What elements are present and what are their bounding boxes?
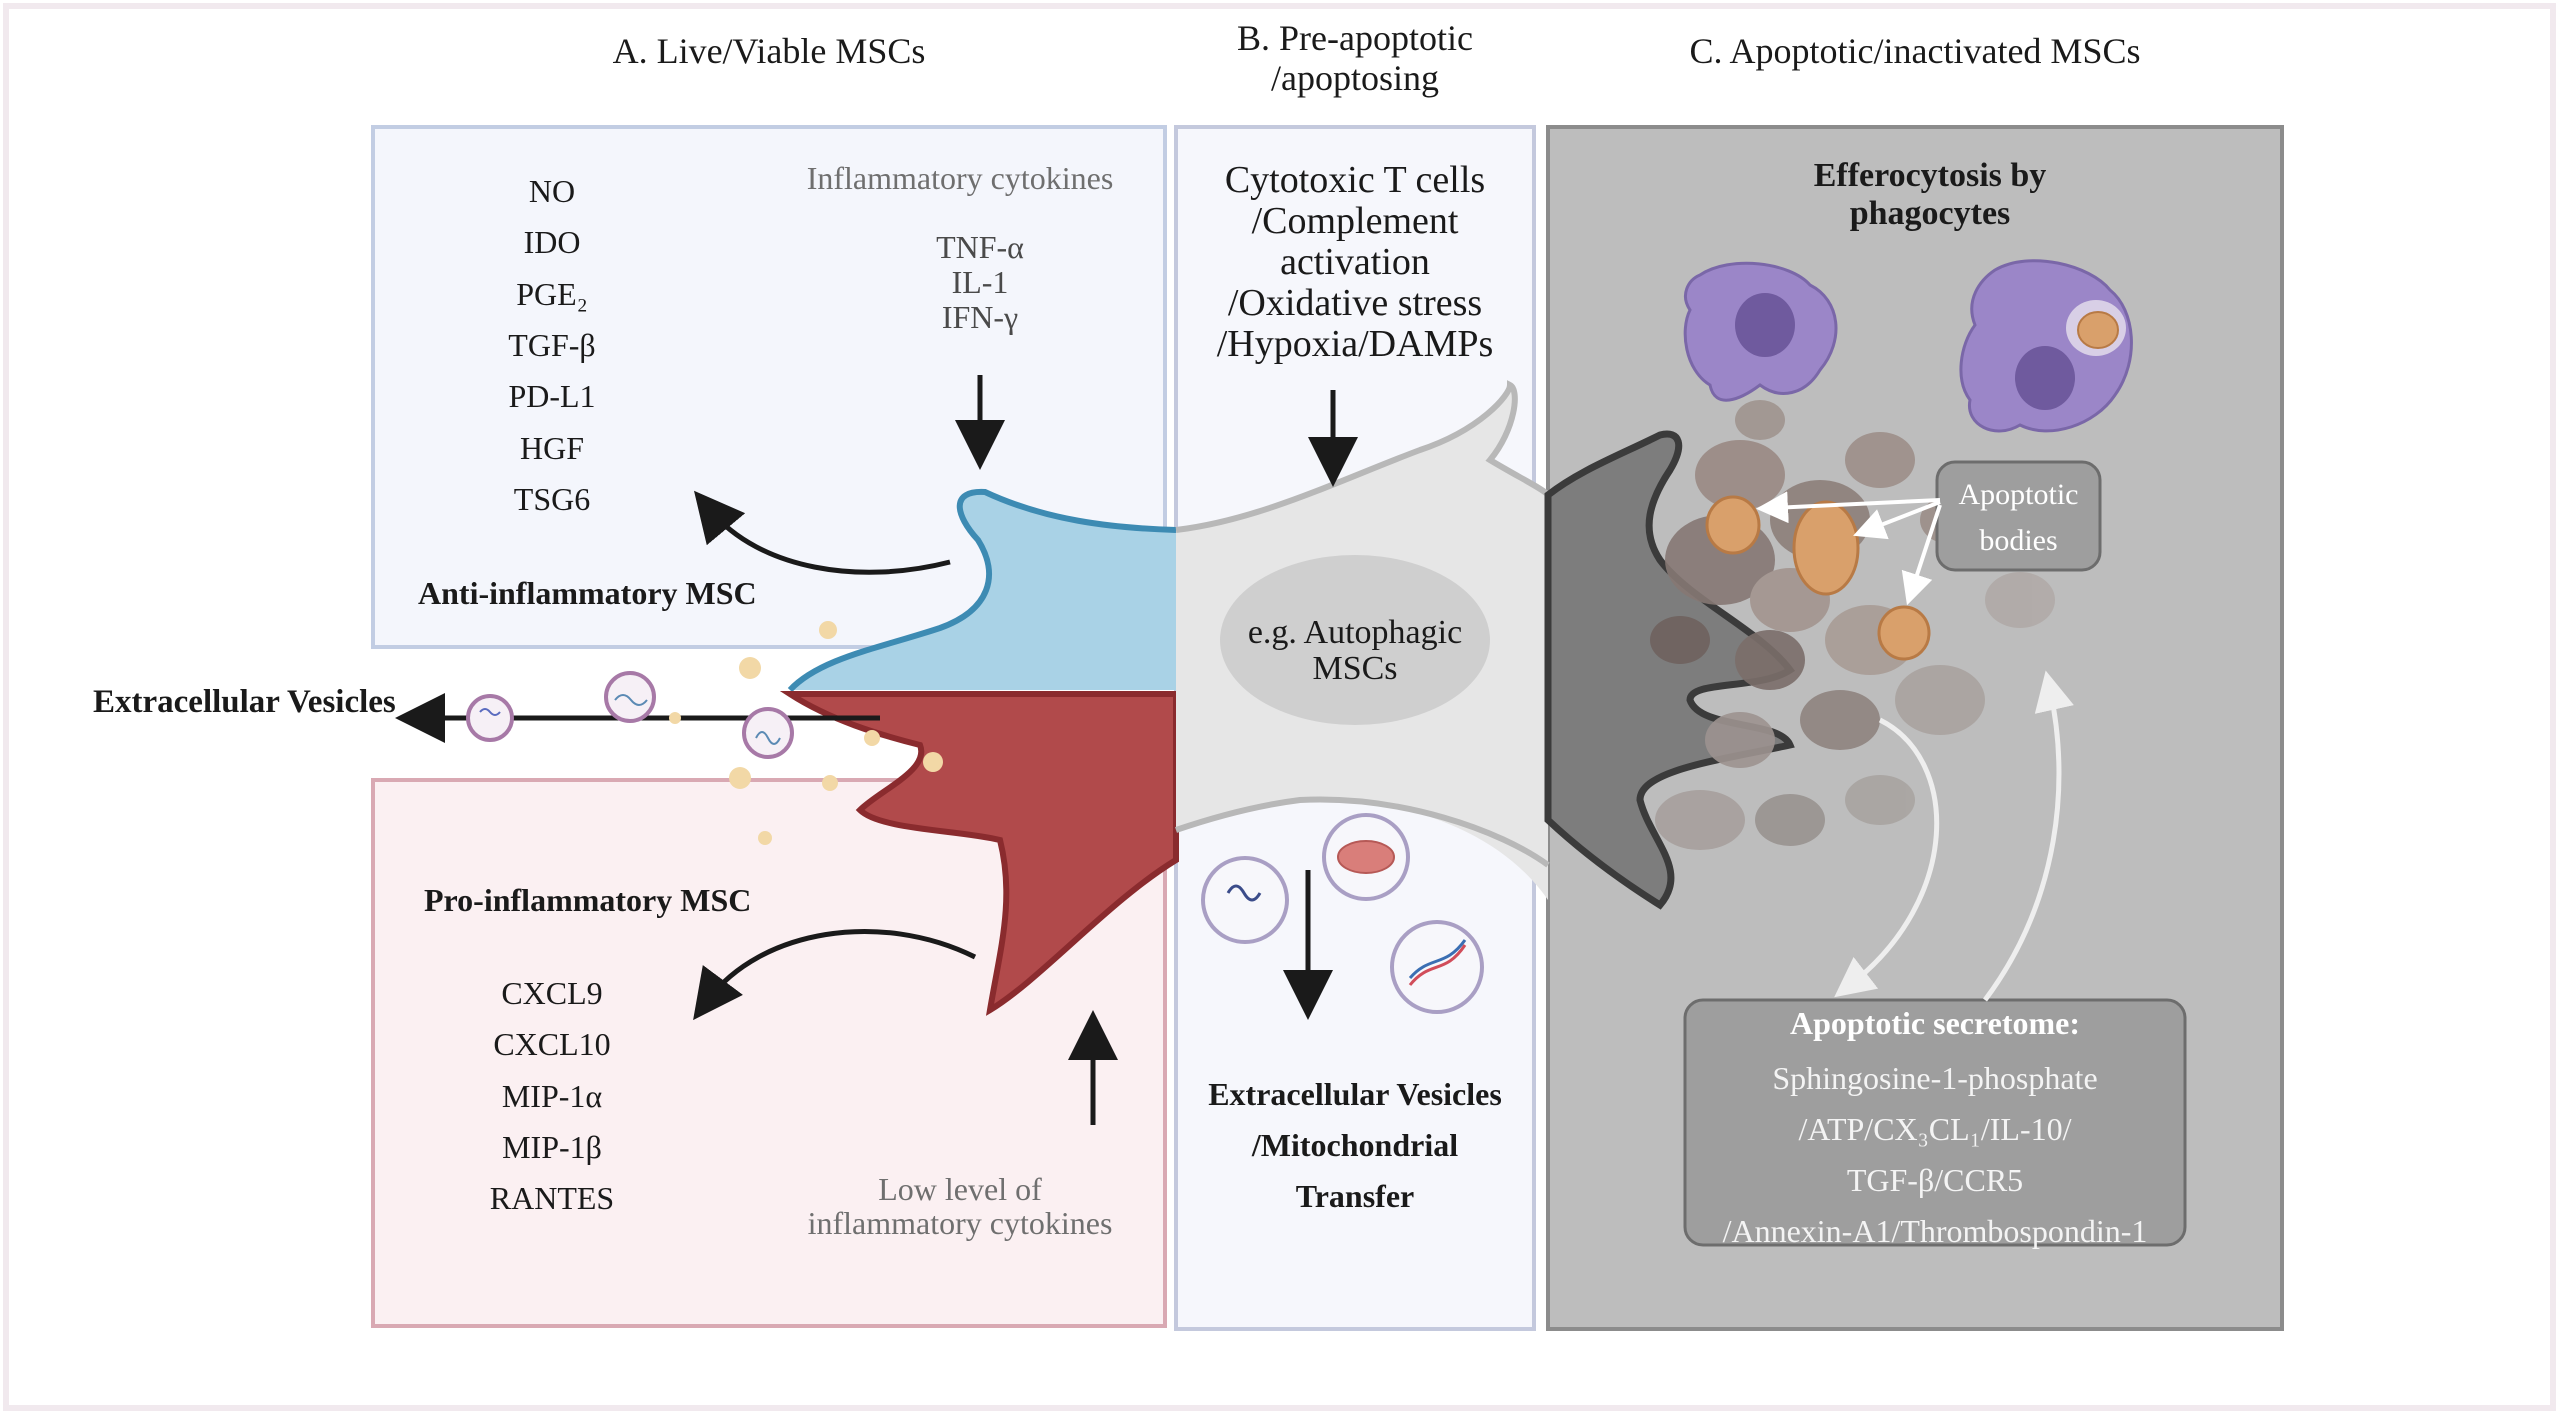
anti-secretion-arrow	[693, 490, 951, 575]
extracellular-vesicles-label: Extracellular Vesicles	[93, 684, 396, 720]
anti-factor-pge2: PGE₂	[516, 276, 588, 312]
stress-line-5: /Hypoxia/DAMPs	[1216, 323, 1494, 365]
anti-inflammatory-cell	[790, 491, 1176, 690]
apoptotic-secretome-box	[1683, 998, 2187, 1247]
pro-factor-cxcl9: CXCL9	[501, 975, 603, 1011]
stress-factors-text: Cytotoxic T cells /Complement activation…	[1176, 160, 1534, 365]
panel-b-title: B. Pre-apoptotic /apoptosing	[1176, 18, 1534, 98]
secretome-line4: /Annexin-A1/Thrombospondin-1	[1722, 1213, 2148, 1249]
efferocytosis-line1: Efferocytosis by	[1813, 157, 2047, 194]
stress-line-4: /Oxidative stress	[1227, 282, 1483, 324]
cytokine-ifng: IFN-γ	[941, 299, 1019, 335]
autophagic-line1: e.g. Autophagic	[1247, 614, 1463, 651]
efferocytosis-line2: phagocytes	[1849, 195, 2011, 232]
anti-factor-tsg6: TSG6	[513, 481, 591, 517]
secretome-list: Sphingosine-1-phosphate /ATP/CX₃CL₁/IL-1…	[1685, 1053, 2185, 1257]
apoptotic-bodies-line1: Apoptotic	[1958, 478, 2079, 511]
apoptotic-bodies-graphic	[1705, 495, 1931, 661]
secretome-line1: Sphingosine-1-phosphate	[1772, 1060, 2098, 1096]
secretome-line3: TGF-β/CCR5	[1846, 1162, 2024, 1198]
outer-frame	[3, 3, 2556, 1411]
cytokine-tnfa: TNF-α	[936, 229, 1024, 265]
apoptotic-cell	[1544, 430, 1796, 910]
ev-mito-label: Extracellular Vesicles /Mitochondrial Tr…	[1176, 1069, 1534, 1222]
autophagic-nucleus	[1220, 555, 1490, 725]
low-level-line1: Low level of	[878, 1171, 1042, 1207]
vesicle-graphics	[466, 621, 943, 845]
anti-inflammatory-label: Anti-inflammatory MSC	[418, 575, 757, 611]
anti-factor-tgfb: TGF-β	[508, 327, 596, 363]
phagocyte-2	[1959, 259, 2133, 433]
panel-c-title: C. Apoptotic/inactivated MSCs	[1689, 31, 2141, 71]
pro-inflammatory-label: Pro-inflammatory MSC	[424, 882, 752, 918]
panel-b-title-line1: B. Pre-apoptotic	[1237, 18, 1473, 58]
anti-factor-no: NO	[528, 173, 576, 209]
autophagic-label: e.g. Autophagic MSCs	[1176, 615, 1534, 687]
low-level-line2: inflammatory cytokines	[807, 1205, 1113, 1241]
efferocytosis-label: Efferocytosis by phagocytes	[1740, 157, 2120, 233]
pro-factor-mip1b: MIP-1β	[502, 1129, 602, 1165]
panel-b-vesicles	[1201, 813, 1484, 1014]
pro-factor-mip1a: MIP-1α	[501, 1078, 603, 1114]
ev-mito-line1: Extracellular Vesicles	[1208, 1076, 1502, 1112]
stress-line-2: /Complement	[1251, 200, 1459, 242]
anti-factor-ido: IDO	[523, 224, 581, 260]
apoptotic-bodies-line2: bodies	[1979, 524, 2058, 557]
secretome-line2: /ATP/CX₃CL₁/IL-10/	[1798, 1111, 2072, 1147]
pro-secretion-arrow	[693, 929, 977, 1021]
cytokine-list: TNF-α IL-1 IFN-γ	[880, 230, 1080, 335]
apoptotic-bodies-label: Apoptotic bodies	[1937, 472, 2100, 564]
panel-b-title-line2: /apoptosing	[1271, 58, 1439, 98]
pro-factor-rantes: RANTES	[489, 1180, 615, 1216]
inflammatory-cytokines-label: Inflammatory cytokines	[806, 160, 1114, 196]
anti-factor-pdl1: PD-L1	[508, 378, 596, 414]
ev-mito-line3: Transfer	[1295, 1178, 1415, 1214]
pro-factor-cxcl10: CXCL10	[493, 1026, 611, 1062]
panel-a-title: A. Live/Viable MSCs	[612, 31, 926, 71]
cytokine-il1: IL-1	[951, 264, 1009, 300]
stress-line-3: activation	[1280, 241, 1430, 283]
low-level-cytokines-label: Low level of inflammatory cytokines	[760, 1172, 1160, 1240]
autophagic-line2: MSCs	[1312, 650, 1398, 687]
phagocyte-1	[1683, 261, 1838, 402]
secretome-title: Apoptotic secretome:	[1790, 1005, 2080, 1041]
stress-line-1: Cytotoxic T cells	[1224, 159, 1486, 201]
ev-mito-line2: /Mitochondrial	[1251, 1127, 1459, 1163]
anti-factor-hgf: HGF	[519, 430, 584, 466]
pro-inflammatory-cell	[779, 691, 1179, 1016]
